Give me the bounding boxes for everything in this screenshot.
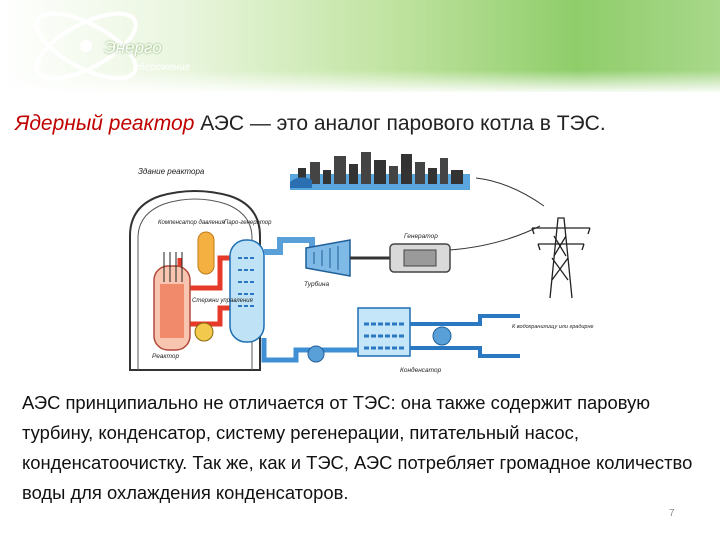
label-cooling: К водохранилищу или градирне xyxy=(512,324,594,330)
banner-fade xyxy=(0,70,720,94)
page-number: 7 xyxy=(669,508,675,519)
page-title-rest: АЭС — это аналог парового котла в ТЭС. xyxy=(194,112,606,135)
logo: Энерго сбережение xyxy=(24,4,194,84)
generator-line xyxy=(449,225,541,251)
logo-title: Энерго xyxy=(104,38,162,57)
page-title-highlight: Ядерный реактор xyxy=(15,112,195,135)
body-paragraph: АЭС принципиально не отличается от ТЭС: … xyxy=(22,392,693,503)
steam-pipe xyxy=(264,237,315,255)
label-reactor: Реактор xyxy=(152,353,180,360)
generator xyxy=(389,243,451,273)
power-line xyxy=(475,177,545,207)
npp-diagram: Здание реактора Компенсатор давления Пар… xyxy=(129,152,594,374)
page-title: Ядерный реактор АЭС — это аналог паровог… xyxy=(15,112,715,136)
logo-orbit-icon xyxy=(34,11,138,81)
pressurizer xyxy=(197,231,215,275)
label-steam-generator: Паро-генератор xyxy=(224,220,272,226)
reactor-vessel xyxy=(153,252,191,351)
cooling-pipe xyxy=(410,314,520,358)
label-control-rods: Стержни управления xyxy=(192,298,254,304)
label-condenser: Конденсатор xyxy=(400,366,442,374)
cooling-pump xyxy=(432,326,452,346)
condenser xyxy=(357,307,411,357)
turbine xyxy=(305,239,351,277)
feedwater-pump xyxy=(307,345,325,363)
label-building: Здание реактора xyxy=(138,167,205,176)
transmission-tower-icon xyxy=(531,217,591,299)
label-turbine: Турбина xyxy=(304,280,329,288)
steam-generator xyxy=(229,239,265,343)
label-pressurizer: Компенсатор давления xyxy=(158,220,225,226)
label-generator: Генератор xyxy=(404,233,438,240)
primary-pump xyxy=(194,322,214,342)
feedwater-pipe xyxy=(261,338,358,363)
logo-subtitle: сбережение xyxy=(134,62,191,73)
city-skyline-icon xyxy=(290,152,470,190)
